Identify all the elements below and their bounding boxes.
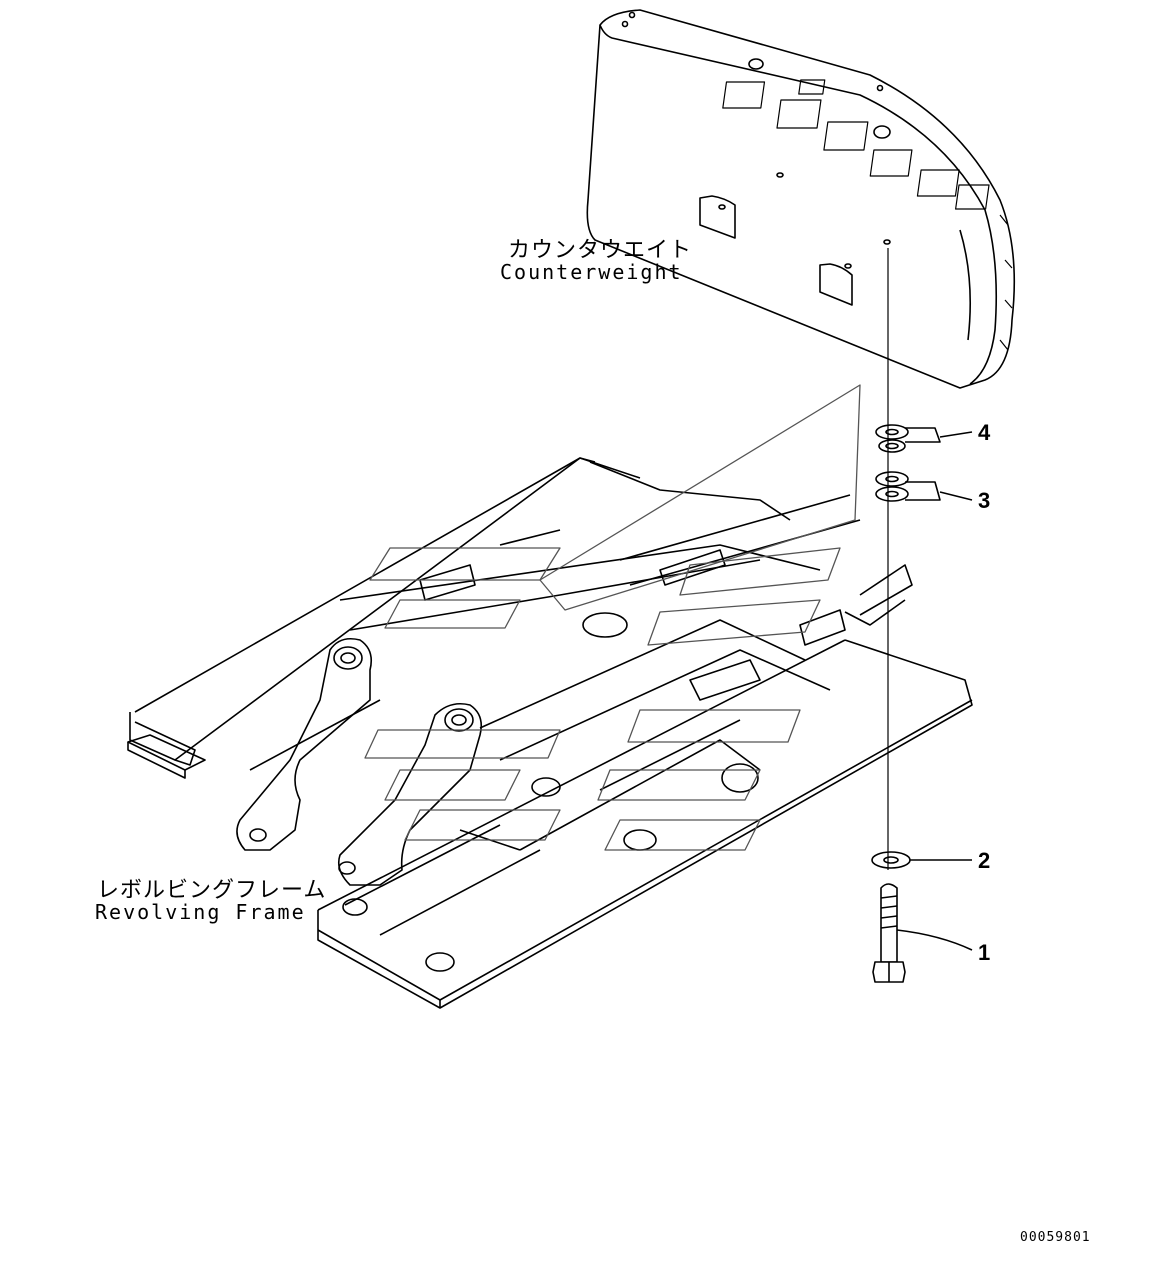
callout-1: 1 [978, 940, 991, 965]
counterweight-label-en: Counterweight [500, 260, 683, 284]
callout-4: 4 [978, 420, 991, 445]
bolt-item-1 [872, 883, 973, 983]
callout-3: 3 [978, 488, 991, 513]
callout-2: 2 [978, 848, 991, 873]
watermark-outline [364, 384, 861, 851]
counterweight-label-jp: カウンタウエイト [508, 238, 693, 263]
frame-label-jp: レボルビングフレーム [97, 878, 327, 903]
hardware-item-3 [875, 471, 973, 502]
washer-item-2 [871, 851, 972, 869]
counterweight-part [586, 9, 1016, 389]
hardware-item-4 [875, 424, 973, 453]
revolving-frame-part [127, 457, 973, 1009]
frame-label-en: Revolving Frame [95, 900, 306, 924]
document-number: 00059801 [1020, 1230, 1091, 1245]
